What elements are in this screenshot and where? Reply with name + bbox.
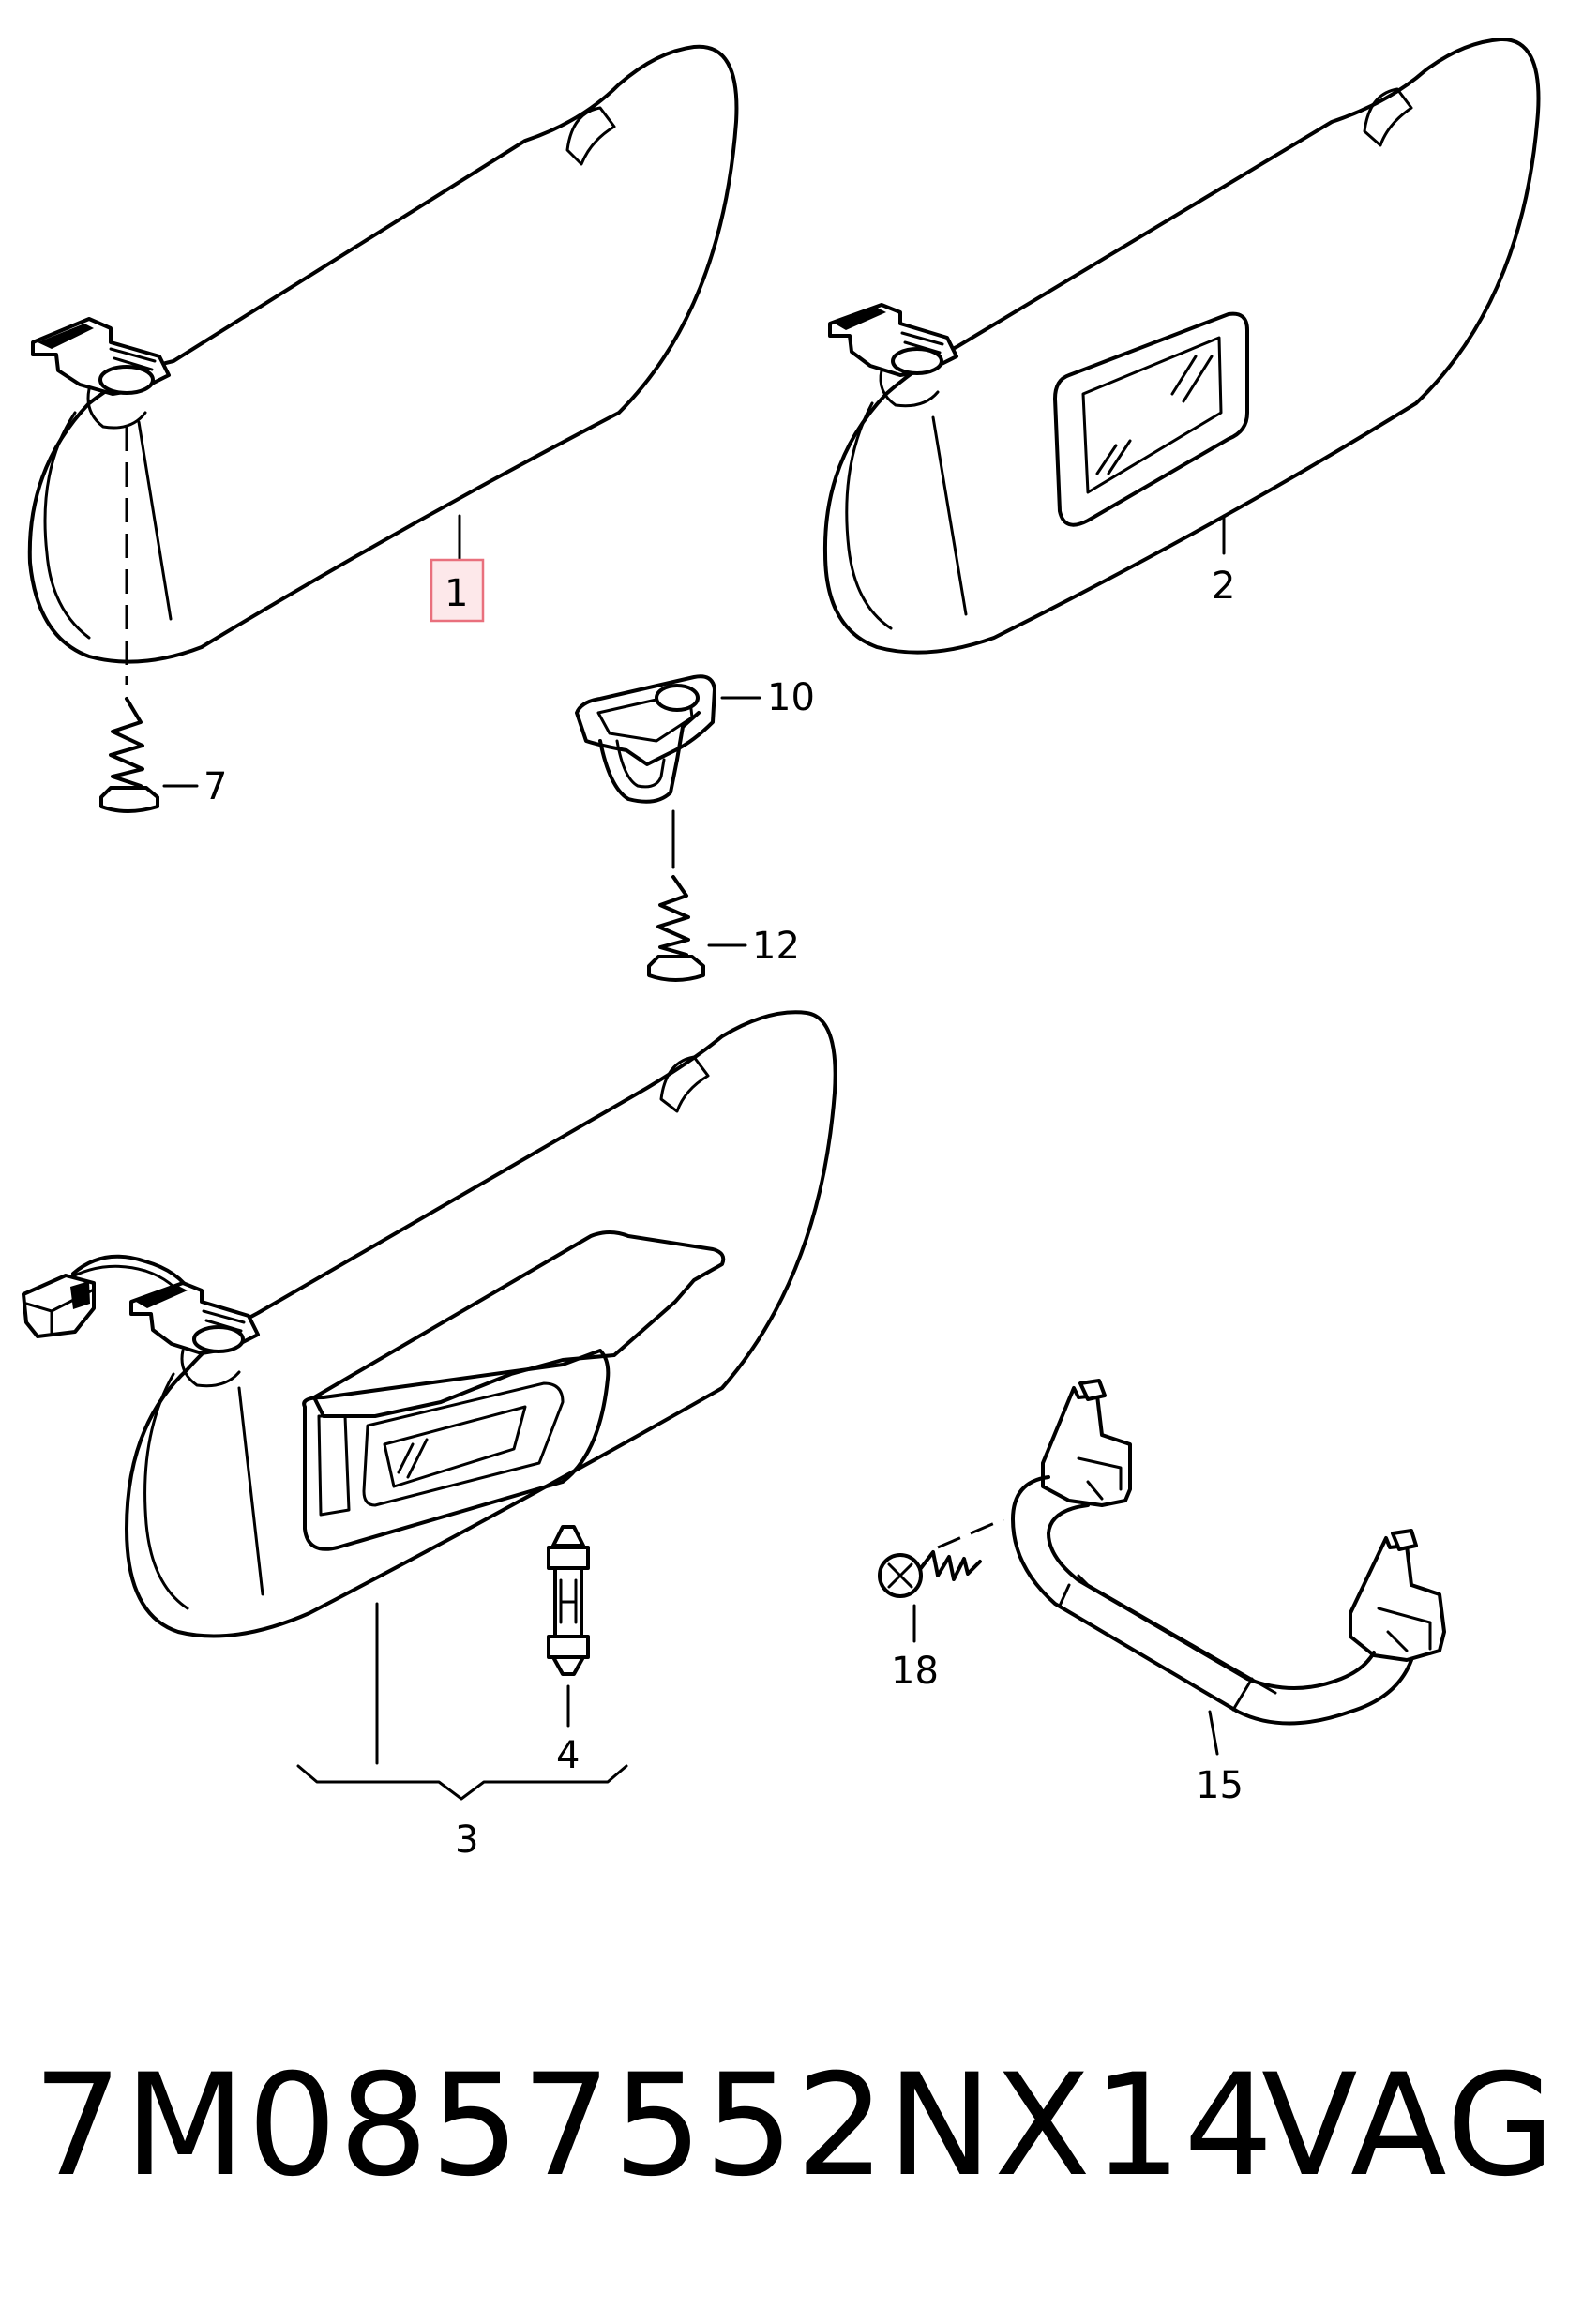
screw-12[interactable] [647, 875, 705, 982]
screw-18[interactable] [878, 1550, 982, 1598]
callout-2[interactable]: 2 [1212, 565, 1235, 608]
callout-18[interactable]: 18 [891, 1650, 939, 1693]
visor-clip-10[interactable] [575, 674, 716, 804]
grab-handle-15[interactable] [1011, 1379, 1446, 1726]
callout-3[interactable]: 3 [455, 1818, 478, 1862]
part-number-caption: 7M0857552NX14 [33, 2045, 1275, 2208]
callout-12[interactable]: 12 [752, 925, 800, 968]
callout-15[interactable]: 15 [1196, 1764, 1244, 1807]
bulb-4[interactable] [547, 1525, 590, 1676]
brand-caption: VAG [1261, 2045, 1557, 2208]
sun-visor-plain[interactable] [27, 44, 739, 664]
sun-visor-mirror[interactable] [822, 37, 1541, 655]
callout-7[interactable]: 7 [204, 765, 227, 808]
sun-visor-illuminated[interactable] [22, 1010, 837, 1638]
screw-7[interactable] [99, 697, 159, 813]
callout-10[interactable]: 10 [767, 676, 815, 719]
callout-highlight-1 [430, 558, 485, 623]
callout-1[interactable]: 1 [445, 572, 468, 615]
callout-4[interactable]: 4 [556, 1734, 580, 1777]
